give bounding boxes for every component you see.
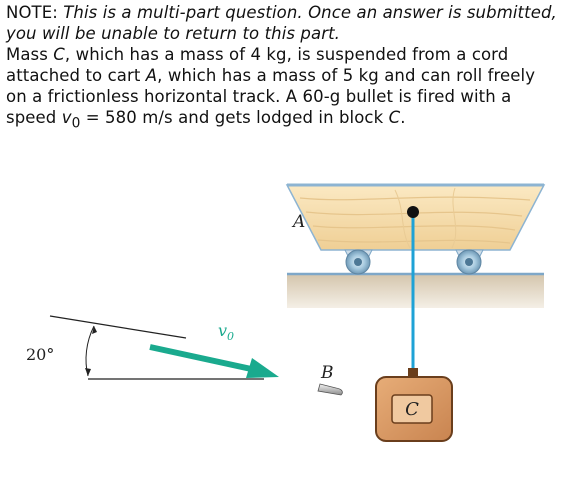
wheel-left xyxy=(345,249,371,275)
problem-text-3: , which has a mass of 5 kg and can roll … xyxy=(6,66,536,127)
figure-svg: A C B 20° v0 xyxy=(26,183,546,442)
angle-label: 20° xyxy=(26,345,54,364)
cart-a xyxy=(285,183,546,263)
problem-text-4: = 580 m/s and gets lodged in block xyxy=(80,108,389,127)
velocity-symbol: v xyxy=(218,321,227,340)
cart-label: A xyxy=(145,66,158,85)
cord-pivot xyxy=(407,206,419,218)
problem-text-1: Mass xyxy=(6,45,54,64)
mass-label: C xyxy=(53,45,65,64)
track xyxy=(287,272,544,308)
velocity-arrow xyxy=(149,344,279,378)
problem-text-2: , which has a mass of 4 kg, is suspended… xyxy=(6,45,509,85)
speed-symbol: v xyxy=(61,108,72,127)
angle-lines xyxy=(49,315,264,380)
block-c-label: C xyxy=(405,399,419,420)
cart-a-label: A xyxy=(291,212,305,232)
problem-paragraph: Mass C, which has a mass of 4 kg, is sus… xyxy=(6,44,558,134)
note-text: This is a multi-part question. Once an a… xyxy=(6,3,557,43)
speed-subscript: 0 xyxy=(71,115,81,132)
block-label: C xyxy=(388,108,401,127)
velocity-label: v0 xyxy=(218,321,234,343)
wheel-right xyxy=(456,249,482,275)
physics-figure: A C B 20° v0 xyxy=(0,170,564,480)
problem-statement: NOTE: This is a multi-part question. Onc… xyxy=(6,2,558,134)
velocity-subscript: 0 xyxy=(227,330,234,343)
bullet-b xyxy=(317,383,343,396)
note-prefix: NOTE: xyxy=(6,3,64,22)
problem-text-5: . xyxy=(400,108,406,127)
block-c: C xyxy=(375,368,453,442)
note-paragraph: NOTE: This is a multi-part question. Onc… xyxy=(6,2,558,44)
bullet-b-label: B xyxy=(320,363,334,383)
